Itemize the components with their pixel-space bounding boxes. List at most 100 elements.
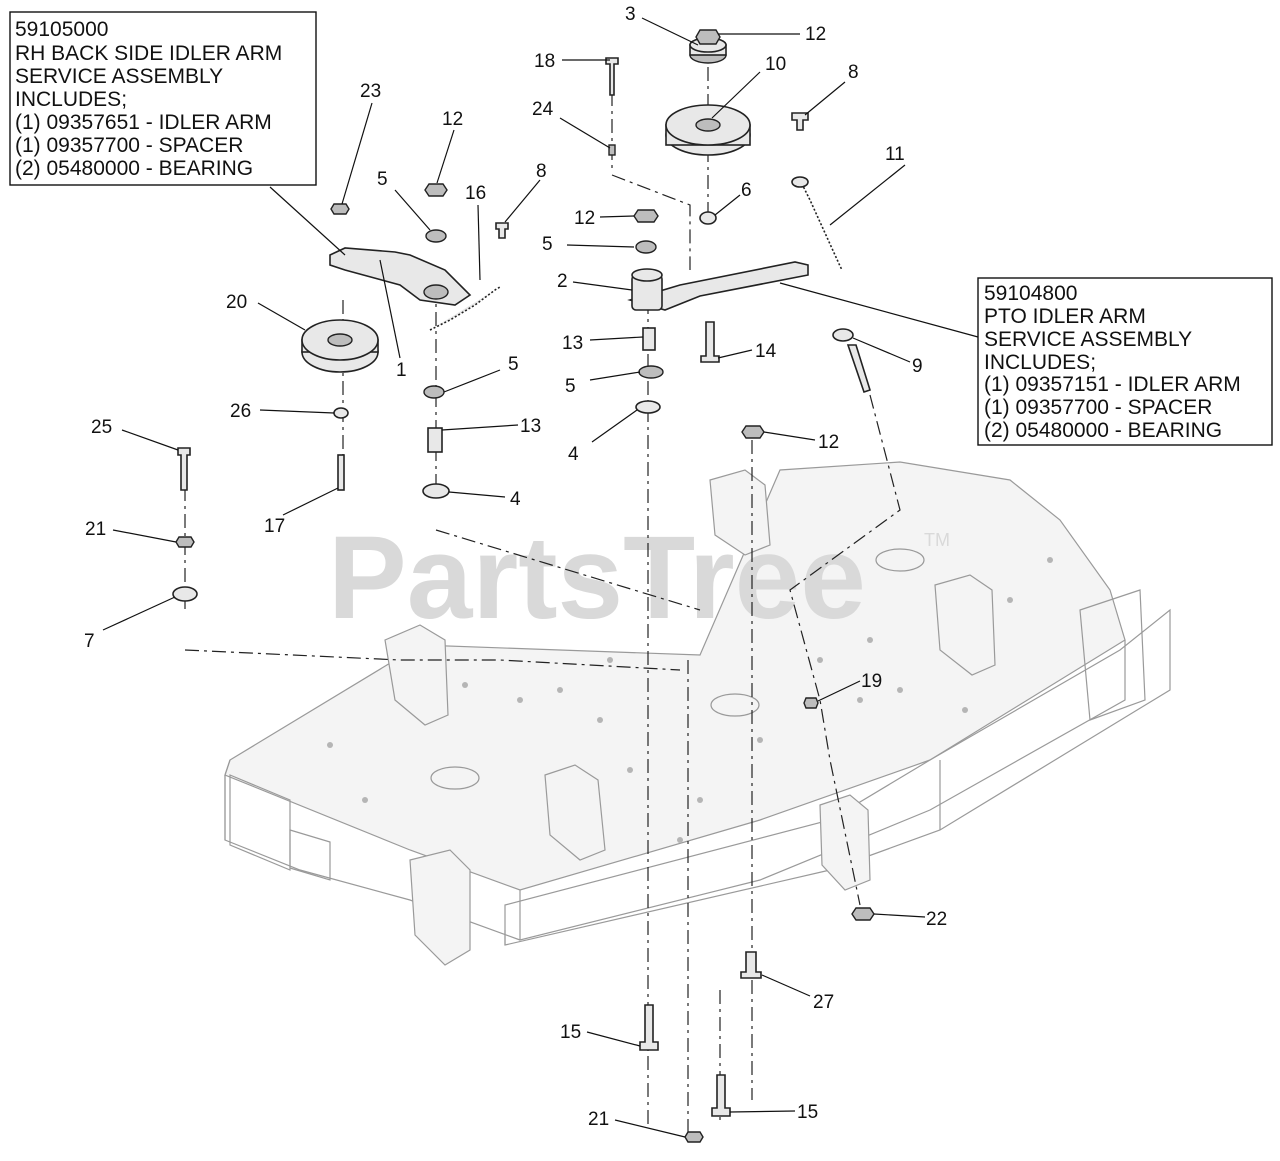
mower-deck (224, 461, 1171, 966)
bolt-17 (337, 454, 345, 491)
pin-9 (846, 344, 871, 394)
deck-bracket-front-right (819, 794, 871, 891)
info-box-line: INCLUDES; (984, 351, 1096, 374)
callout-label: 2 (557, 271, 568, 292)
callout-label: 26 (230, 401, 251, 422)
bolt-18 (605, 57, 619, 96)
bearing-5-left-lower (423, 385, 445, 399)
deck-bracket-left (384, 624, 449, 726)
nut-12-mid (633, 209, 659, 223)
info-box-line: (2) 05480000 - BEARING (15, 157, 253, 180)
callout-label: 1 (396, 360, 407, 381)
spindle-opening-right (875, 548, 925, 572)
spring-16 (429, 286, 501, 331)
callout-label: 15 (560, 1022, 581, 1043)
bearing-5-mid-lower (638, 365, 664, 379)
info-box-pto-idler-arm: 59104800 PTO IDLER ARM SERVICE ASSEMBLY … (977, 277, 1273, 446)
spindle-opening-center (710, 693, 760, 717)
bolt-14 (700, 321, 720, 363)
bearing-5-mid-upper (635, 240, 657, 254)
callout-label: 3 (625, 4, 636, 25)
pin-24 (608, 144, 616, 156)
pulley-20-hub (327, 333, 353, 347)
bolt-15-left (639, 1004, 659, 1051)
callout-label: 19 (861, 671, 882, 692)
callout-numbers: 3 12 18 10 8 24 23 12 8 16 5 11 6 12 5 2… (84, 4, 947, 1130)
info-box-line: (2) 05480000 - BEARING (984, 419, 1222, 442)
deck-hardware-dots (327, 557, 1053, 843)
callout-label: 5 (565, 376, 576, 397)
callout-label: 8 (536, 161, 547, 182)
callout-label: 14 (755, 341, 777, 362)
nut-12-lower (741, 425, 765, 439)
nut-21-left (175, 536, 195, 548)
info-box-line: PTO IDLER ARM (984, 305, 1146, 328)
callout-label: 13 (520, 416, 541, 437)
callout-label: 18 (534, 51, 555, 72)
deck-bracket-center (544, 764, 606, 861)
idler-pulley-10-hub (695, 118, 721, 132)
spacer-13-left (427, 427, 443, 453)
callout-label: 8 (848, 62, 859, 83)
callout-label: 12 (574, 208, 595, 229)
callout-label: 5 (508, 354, 519, 375)
info-box-line: SERVICE ASSEMBLY (15, 65, 223, 88)
info-box-line: (1) 09357700 - SPACER (15, 134, 243, 157)
bolt-8-left (495, 222, 509, 239)
callout-label: 7 (84, 631, 95, 652)
callout-label: 21 (588, 1109, 609, 1130)
info-box-line: INCLUDES; (15, 88, 127, 111)
deck-bracket-right (934, 574, 996, 676)
callout-label: 22 (926, 909, 947, 930)
deck-bracket-front-left (409, 849, 471, 966)
callout-label: 21 (85, 519, 106, 540)
callout-label: 12 (818, 432, 839, 453)
washer-26 (333, 407, 349, 419)
callout-label: 4 (568, 444, 579, 465)
callout-label: 12 (805, 24, 826, 45)
spacer-13-mid (642, 327, 656, 351)
pto-idler-arm-2 (627, 261, 809, 311)
nut-19 (803, 697, 819, 709)
info-box-line: 59104800 (984, 282, 1077, 305)
info-box-line: (1) 09357700 - SPACER (984, 396, 1212, 419)
rh-idler-arm-1 (329, 247, 472, 306)
deck-side-skirt (224, 759, 231, 840)
info-box-rh-idler-arm: 59105000 RH BACK SIDE IDLER ARM SERVICE … (9, 11, 317, 186)
callout-label: 6 (741, 180, 752, 201)
washer-4-left (422, 483, 450, 499)
callout-label: 5 (542, 234, 553, 255)
callout-label: 12 (442, 109, 463, 130)
washer-6 (699, 211, 717, 225)
idler-spacer-2-top (631, 268, 663, 282)
info-box-line: (1) 09357151 - IDLER ARM (984, 373, 1241, 396)
washer-4-mid (635, 400, 661, 414)
spindle-opening-left (430, 766, 480, 790)
info-box-line: SERVICE ASSEMBLY (984, 328, 1192, 351)
washer-7 (172, 586, 198, 602)
callout-label: 24 (532, 99, 554, 120)
callout-label: 4 (510, 489, 521, 510)
extension-spring-11 (799, 179, 843, 271)
info-box-line: (1) 09357651 - IDLER ARM (15, 111, 272, 134)
callout-label: 5 (377, 169, 388, 190)
callout-label: 23 (360, 81, 381, 102)
nut-12-left (424, 183, 448, 197)
callout-label: 27 (813, 992, 834, 1013)
callout-label: 16 (465, 183, 486, 204)
info-box-line: 59105000 (15, 18, 108, 41)
deck-left-tab (289, 829, 331, 881)
callout-label: 10 (765, 54, 786, 75)
washer-9 (832, 328, 854, 342)
arm-1-hub (423, 284, 449, 300)
front-bumper-rail (504, 608, 1171, 946)
watermark-trademark: TM (924, 530, 950, 550)
callout-label: 11 (885, 144, 905, 165)
deck-side-panel (229, 774, 291, 871)
nut-21-bottom (684, 1131, 704, 1143)
callout-label: 20 (226, 292, 247, 313)
watermark: PartsTree (328, 512, 866, 644)
bolt-15-right (711, 1074, 731, 1117)
